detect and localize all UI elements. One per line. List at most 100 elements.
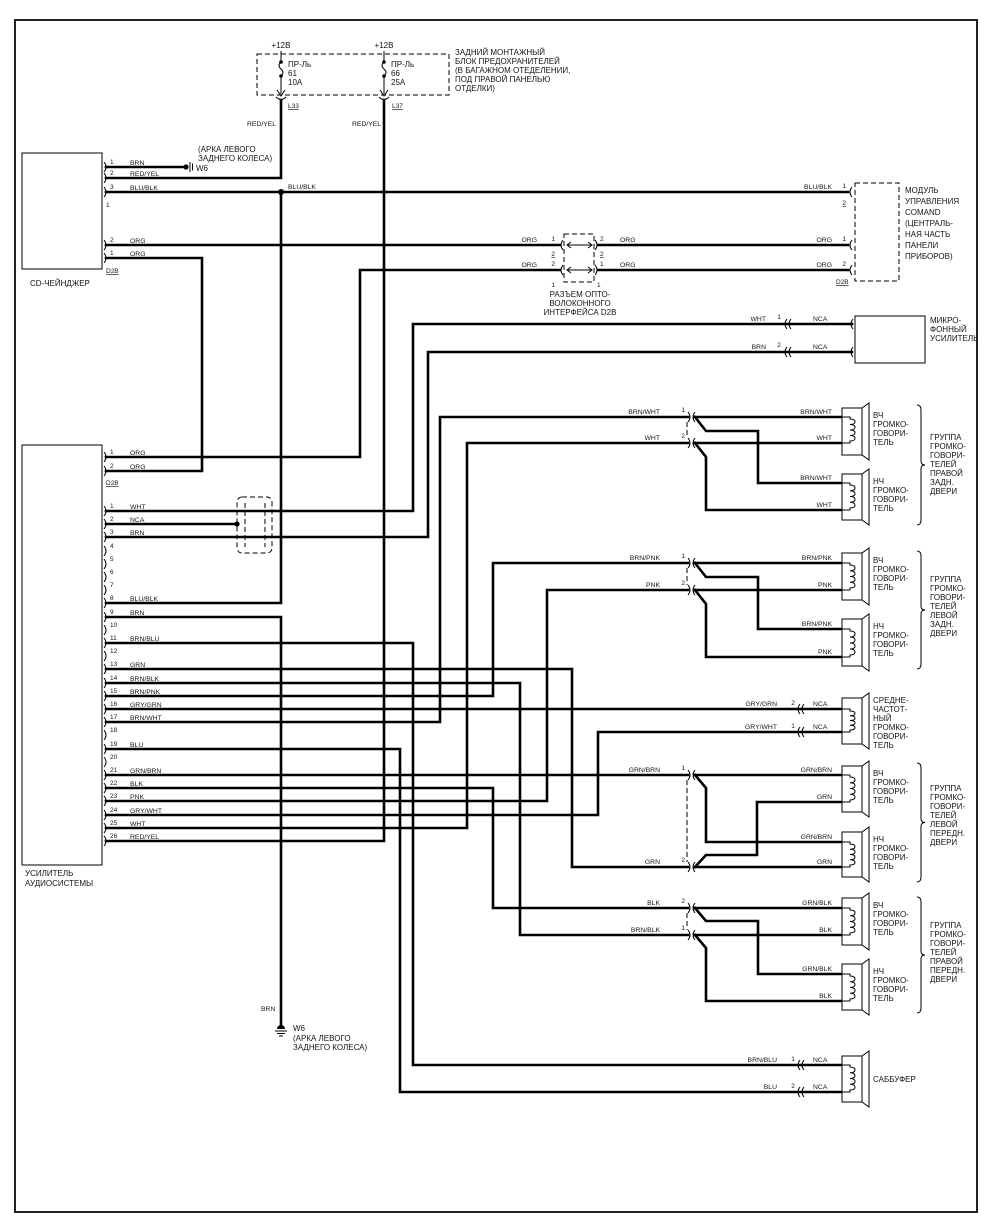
speaker-group-label: ПЕРЕДН. xyxy=(930,829,965,838)
comand-label: НАЯ ЧАСТЬ xyxy=(905,230,950,239)
wire-color-label: BRN xyxy=(261,1006,275,1013)
pin-number: 1 xyxy=(681,925,685,932)
speaker-group-label: ГРУППА xyxy=(930,784,962,793)
amplifier-box xyxy=(21,444,103,866)
wire-color-label: WHT xyxy=(817,502,832,509)
shield-junction-dot xyxy=(234,521,240,527)
speakers xyxy=(841,402,870,1108)
wire-rr-woofer-2 xyxy=(693,441,844,512)
fuse-number: 66 xyxy=(391,69,400,78)
wire-color-label: BLU xyxy=(764,1084,777,1091)
connector-pin-mark xyxy=(560,264,564,276)
group-brace-icon xyxy=(916,762,926,883)
wire-fuse61-to-cd-changer xyxy=(104,98,283,180)
wire-color-label: ORG xyxy=(522,262,537,269)
wire-color-label: GRY/GRN xyxy=(745,701,777,708)
pin-number: 15 xyxy=(110,688,118,695)
wire-color-label: BLU xyxy=(130,742,143,749)
speaker-label: ГОВОРИ- xyxy=(873,787,908,796)
pin-number: 1 xyxy=(842,183,846,190)
wire-color-label: BLK xyxy=(819,927,832,934)
wire-color-label: GRN/BRN xyxy=(801,767,832,774)
fuse-type: ПР-Ль xyxy=(391,60,414,69)
fuse-rating: 10А xyxy=(288,78,303,87)
shielded-cable-inner xyxy=(244,503,266,547)
wire-color-label: GRY/GRN xyxy=(130,702,162,709)
speaker-icon xyxy=(841,958,870,1016)
wire-color-label: WHT xyxy=(130,504,145,511)
connector-pin-mark xyxy=(103,558,107,570)
speaker-label: ТЕЛЬ xyxy=(873,862,894,871)
pin-number: 5 xyxy=(110,556,114,563)
speaker-icon xyxy=(841,892,870,951)
pin-number: 3 xyxy=(110,529,114,536)
connector-pin-mark xyxy=(849,239,853,251)
pin-number: 1 xyxy=(551,236,555,243)
pin-number: 1 xyxy=(110,449,114,456)
speaker-group-label: ЛЕВОЙ xyxy=(930,611,958,620)
ground-location: (АРКА ЛЕВОГО xyxy=(198,145,256,154)
speaker-group-label: ТЕЛЕЙ xyxy=(930,460,957,469)
pin-number: 2 xyxy=(110,463,114,470)
midrange-label: СРЕДНЕ- xyxy=(873,696,909,705)
wire-color-label: GRN/BLK xyxy=(802,900,832,907)
speaker-label: ГРОМКО- xyxy=(873,976,909,985)
optical-connector-outline xyxy=(563,233,595,283)
wire-cd-org-to-amplifier xyxy=(104,256,204,473)
ground-w6-top: (АРКА ЛЕВОГО ЗАДНЕГО КОЛЕСА) W6 xyxy=(183,145,273,173)
speaker-group-label: ПРАВОЙ xyxy=(930,957,963,966)
wire-color-label: BRN/PNK xyxy=(802,621,833,628)
connector-pin-mark xyxy=(849,186,853,198)
wire-color-label: GRN xyxy=(817,859,832,866)
wire-amp-brn-to-ground xyxy=(104,615,283,1027)
pin-number: 2 xyxy=(681,580,685,587)
speaker-icon xyxy=(841,826,870,883)
fuse-number: 61 xyxy=(288,69,297,78)
subwoofer: BRN/BLU 1 NCA BLU 2 NCA САББУФЕР xyxy=(748,1056,916,1098)
speaker-group-label: ГОВОРИ- xyxy=(930,939,965,948)
pin-number: 24 xyxy=(110,807,118,814)
speaker-group-label: ГРОМКО- xyxy=(930,442,966,451)
group-brace-icon xyxy=(916,404,926,526)
speaker-group-label: ГРУППА xyxy=(930,575,962,584)
pin-number: 8 xyxy=(110,595,114,602)
cd-changer-box xyxy=(21,152,103,270)
wire-color-label: BRN/WHT xyxy=(628,409,660,416)
speaker-label: ТЕЛЬ xyxy=(873,583,894,592)
wire-lr-woofer-2 xyxy=(693,588,844,659)
connector-pin-mark xyxy=(103,756,107,768)
ground-icon xyxy=(183,164,189,170)
speaker-icon xyxy=(841,468,870,526)
comand-label: МОДУЛЬ xyxy=(905,186,939,195)
supply-voltage-label: +12В xyxy=(375,41,394,50)
d2b-connector-label: D2B xyxy=(106,268,119,275)
speaker-group-label: ТЕЛЕЙ xyxy=(930,602,957,611)
wire-amp-brn-blk-to-right-front xyxy=(104,681,690,937)
amplifier-label: УСИЛИТЕЛЬ xyxy=(25,869,73,878)
connector-pin-mark xyxy=(103,545,107,557)
wire-color-label: BRN/WHT xyxy=(130,715,162,722)
pin-number: 10 xyxy=(110,622,118,629)
connector-pin-mark xyxy=(849,264,853,276)
connector-pin-mark xyxy=(103,624,107,636)
speaker-group-label: ГРУППА xyxy=(930,921,962,930)
speaker-group-label: ГОВОРИ- xyxy=(930,451,965,460)
wire-lf-woofer-1 xyxy=(693,773,844,844)
connector-pin-mark xyxy=(103,584,107,596)
wire-color-label: WHT xyxy=(130,821,145,828)
pin-number: 6 xyxy=(110,569,114,576)
wire-color-label: NCA xyxy=(813,724,828,731)
wire-amp-brn-wht-to-right-rear xyxy=(104,415,690,724)
wire-amp-wht-to-mic xyxy=(104,322,854,513)
wire-color-label: RED/YEL xyxy=(130,171,159,178)
microphone-amplifier: WHT 1 NCA BRN 2 NCA МИКРО- ФОННЫЙ УСИЛИТ… xyxy=(751,314,978,364)
